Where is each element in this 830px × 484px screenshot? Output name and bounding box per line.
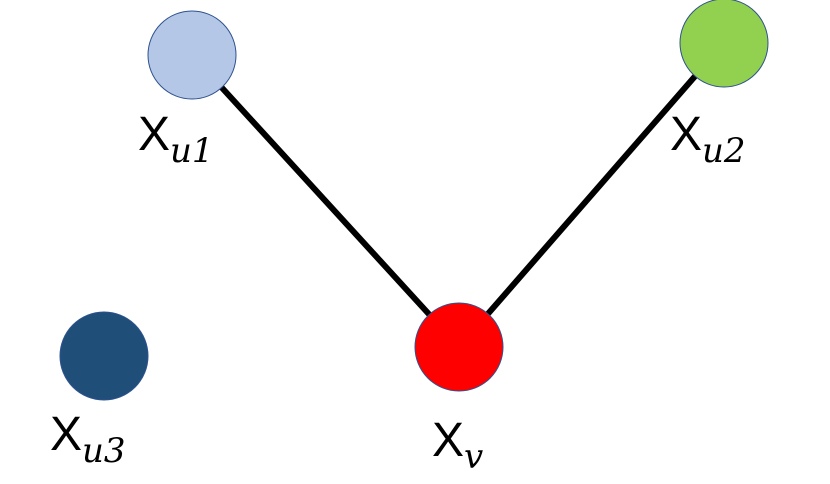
- label-u3-base: X: [50, 408, 82, 461]
- label-u2-sub: u2: [702, 131, 746, 171]
- label-u1-base: X: [138, 108, 170, 161]
- label-u2-base: X: [670, 108, 702, 161]
- node-u2: [679, 0, 769, 88]
- node-u3: [59, 311, 149, 401]
- label-u3: Xu3: [50, 408, 126, 471]
- label-v: Xv: [432, 414, 483, 477]
- label-v-base: X: [432, 414, 464, 467]
- label-u3-sub: u3: [82, 431, 126, 471]
- edge-u2-v: [456, 40, 727, 350]
- labels: Xu1 Xu2 Xu3 Xv: [50, 108, 746, 477]
- label-v-sub: v: [464, 437, 483, 477]
- nodes: [59, 0, 769, 401]
- label-u2: Xu2: [670, 108, 746, 171]
- edges: [189, 40, 727, 350]
- edge-u1-v: [189, 52, 462, 350]
- label-u1: Xu1: [138, 108, 214, 171]
- node-u1: [147, 10, 237, 100]
- label-u1-sub: u1: [170, 131, 214, 171]
- node-v: [414, 302, 504, 392]
